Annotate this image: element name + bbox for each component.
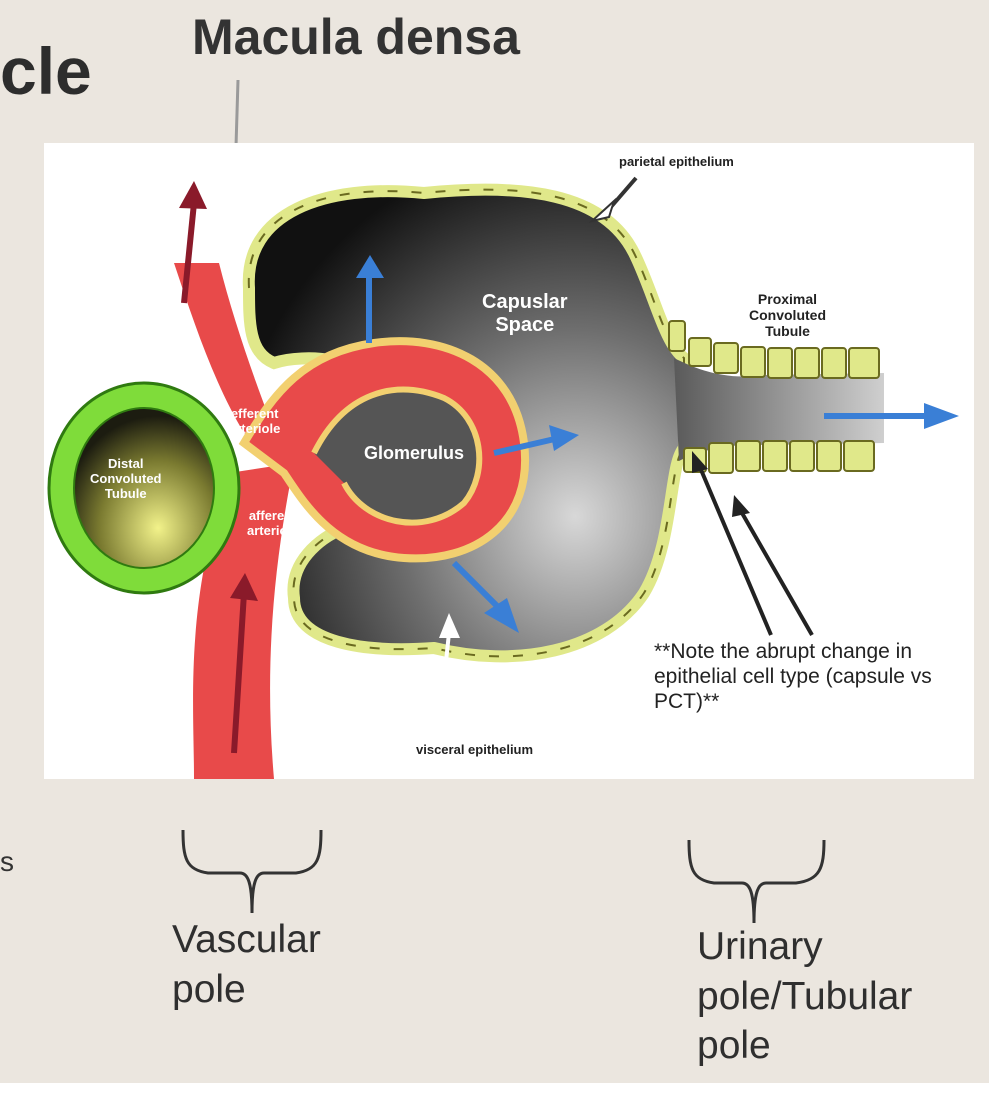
efferent-arteriole-label: efferent arteriole [229,406,281,436]
epithelial-change-note: **Note the abrupt change in epithelial c… [654,640,932,714]
urinary-pole-brace [687,839,826,924]
proximal-tubule-label: Proximal Convoluted Tubule [749,291,826,340]
renal-corpuscle-figure: parietal epithelium Capuslar Space Proxi… [44,143,974,779]
flow-arrows [179,181,959,754]
glomerulus-label: Glomerulus [364,443,465,463]
parietal-epithelium-label: parietal epithelium [619,154,734,169]
capsular-space-label: Capuslar Space [482,291,568,336]
distal-tubule [47,381,241,595]
vascular-pole-brace [181,829,323,914]
slide: cle Macula densa s [0,0,989,1083]
distal-tubule-label: Distal Convoluted Tubule [90,456,162,501]
afferent-arteriole-label: afferent arteriole [247,508,299,538]
urinary-pole-label: Urinary pole/Tubular pole [697,925,913,1068]
side-text-fragment: s [0,846,14,877]
vascular-pole-label: Vascular pole [172,918,321,1011]
macula-densa-heading: Macula densa [192,9,520,65]
label-pointers [437,176,814,729]
efferent-arteriole [174,263,279,443]
visceral-epithelium-label: visceral epithelium [416,742,534,757]
proximal-tubule [674,358,884,461]
slide-title-fragment: cle [0,34,92,108]
renal-corpuscle-diagram [47,176,959,779]
